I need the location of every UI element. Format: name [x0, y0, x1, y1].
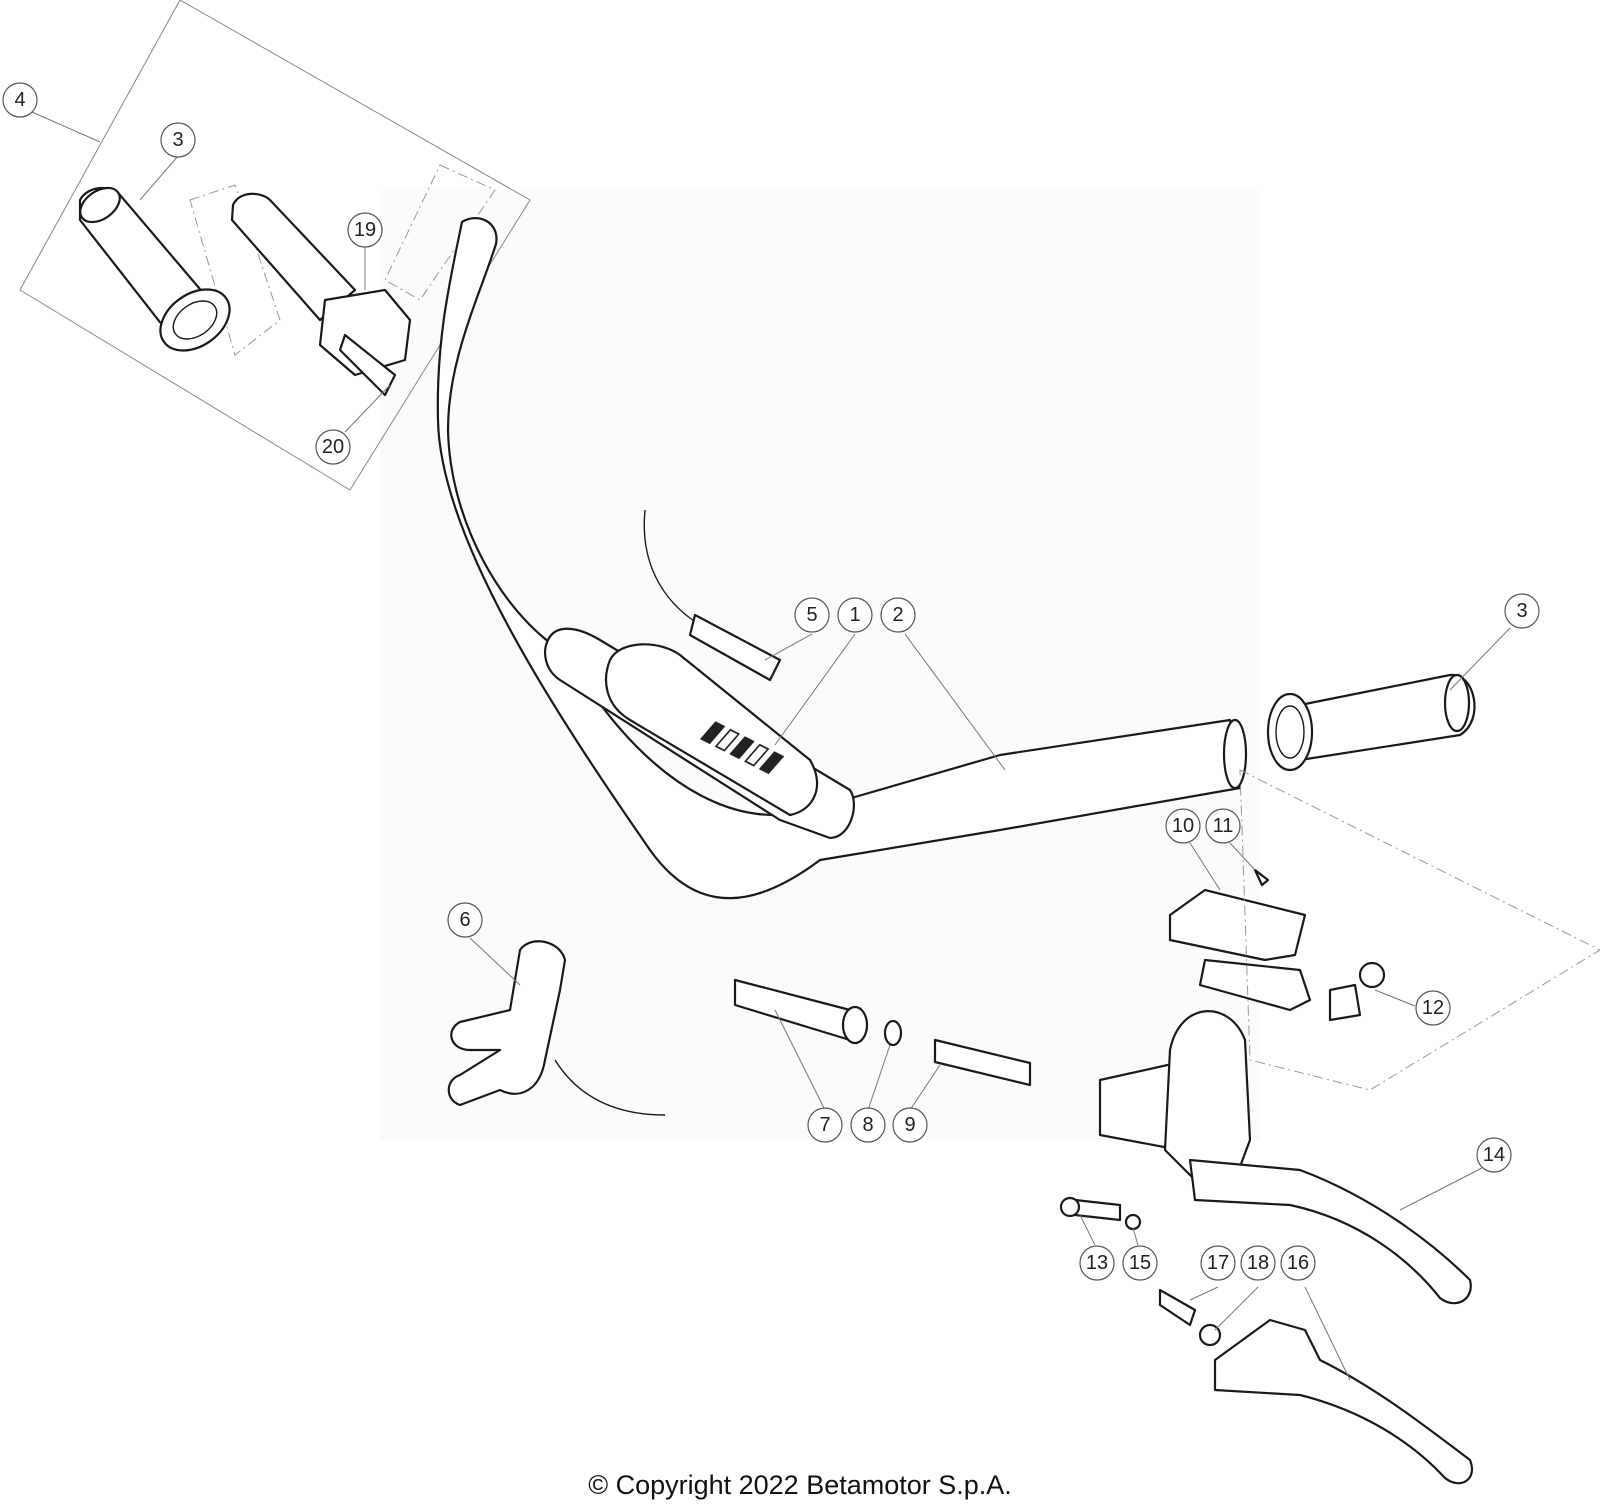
svg-text:2: 2 [892, 604, 903, 626]
svg-text:11: 11 [1213, 815, 1234, 837]
callout-18: 18 [1240, 1245, 1276, 1281]
throttle-assembly [230, 192, 412, 397]
callout-20: 20 [315, 429, 351, 465]
svg-text:20: 20 [322, 436, 344, 458]
callout-2: 2 [880, 597, 916, 633]
callout-1: 1 [837, 597, 873, 633]
callout-9: 9 [892, 1107, 928, 1143]
small-hardware [1059, 1196, 1222, 1347]
svg-text:12: 12 [1422, 997, 1444, 1019]
svg-text:3: 3 [172, 129, 183, 151]
bar-end-parts [733, 978, 1032, 1087]
svg-text:16: 16 [1287, 1252, 1309, 1274]
reservoir-cap-kit [1168, 868, 1386, 1022]
throttle-clamp [447, 940, 666, 1116]
svg-text:1: 1 [849, 604, 860, 626]
svg-text:6: 6 [459, 909, 470, 931]
callout-13: 13 [1079, 1245, 1115, 1281]
svg-text:7: 7 [819, 1114, 830, 1136]
svg-text:8: 8 [862, 1114, 873, 1136]
right-side-dash-line [1239, 769, 1600, 1091]
svg-text:17: 17 [1207, 1252, 1229, 1274]
throttle-kit-dash-box [384, 164, 496, 301]
master-cylinder [1098, 1010, 1472, 1305]
svg-text:10: 10 [1172, 815, 1194, 837]
spare-lever [1213, 1318, 1473, 1485]
throttle-kit-box [19, 0, 531, 491]
svg-text:19: 19 [354, 219, 376, 241]
callout-8: 8 [850, 1107, 886, 1143]
callout-19: 19 [347, 212, 383, 248]
callout-12: 12 [1415, 990, 1451, 1026]
copyright-notice: © Copyright 2022 Betamotor S.p.A. [588, 1470, 1012, 1500]
leader-lines [31, 111, 1511, 1381]
svg-text:5: 5 [806, 604, 817, 626]
throttle-cable [643, 509, 782, 682]
svg-text:15: 15 [1129, 1252, 1151, 1274]
crossbar-pad: ▮▯▮▯▮ [544, 627, 855, 840]
svg-text:4: 4 [14, 89, 25, 111]
callout-7: 7 [807, 1107, 843, 1143]
callout-6: 6 [447, 902, 483, 938]
callout-3-right: 3 [1504, 593, 1540, 629]
callout-10: 10 [1165, 808, 1201, 844]
callout-14: 14 [1476, 1137, 1512, 1173]
svg-text:13: 13 [1086, 1252, 1108, 1274]
svg-text:9: 9 [904, 1114, 915, 1136]
svg-text:3: 3 [1516, 600, 1527, 622]
right-grip [1266, 673, 1476, 772]
callout-17: 17 [1200, 1245, 1236, 1281]
callout-5: 5 [794, 597, 830, 633]
left-grip [78, 186, 231, 352]
svg-text:18: 18 [1247, 1252, 1269, 1274]
callout-3-left: 3 [160, 122, 196, 158]
callout-4: 4 [2, 82, 38, 118]
callout-16: 16 [1280, 1245, 1316, 1281]
svg-text:14: 14 [1483, 1144, 1505, 1166]
callout-11: 11 [1205, 808, 1241, 844]
callout-15: 15 [1122, 1245, 1158, 1281]
